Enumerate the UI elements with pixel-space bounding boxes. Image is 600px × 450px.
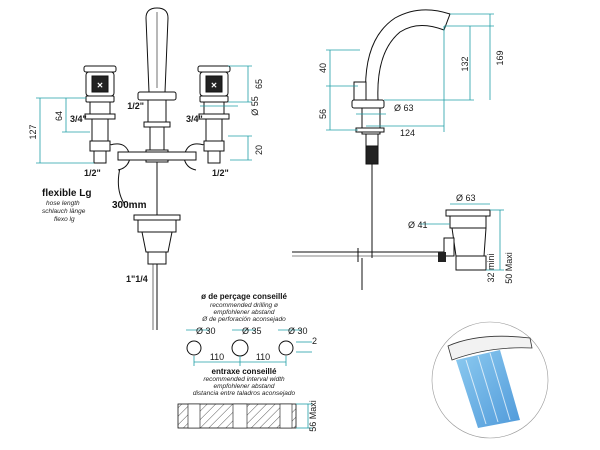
front-spout-flange bbox=[143, 121, 171, 128]
drilling-line2: empfohlener abstand bbox=[213, 309, 274, 316]
interval-line2: empfohlener abstand bbox=[213, 383, 274, 390]
flexible-line3: flexo lg bbox=[54, 216, 75, 223]
dim-valve-bottom-left: 1/2" bbox=[84, 168, 101, 178]
dim-height-169: 169 bbox=[495, 50, 505, 65]
front-waste bbox=[133, 214, 181, 330]
dim-height-65: 65 bbox=[254, 79, 264, 89]
valve-left: ✕ bbox=[83, 65, 131, 171]
dim-dia-63-top: Ø 63 bbox=[394, 103, 414, 113]
drilling-line1: recommended drilling ø bbox=[210, 302, 278, 309]
dim-height-132: 132 bbox=[460, 56, 470, 71]
side-connector bbox=[365, 145, 379, 165]
drilling-title: ø de perçage conseillé bbox=[201, 292, 287, 301]
valve-right: ✕ bbox=[183, 65, 231, 171]
side-base bbox=[351, 99, 385, 109]
interval-line1: recommended interval width bbox=[203, 376, 285, 383]
flexible-title: flexible Lg bbox=[42, 188, 91, 199]
dim-height-64: 64 bbox=[54, 111, 64, 121]
dim-valve-thread-right: 3/4" bbox=[186, 114, 203, 124]
dim-dia-63-waste: Ø 63 bbox=[456, 193, 476, 203]
dim-tap-bolt: 1/2" bbox=[127, 101, 144, 111]
front-spout-base bbox=[137, 91, 177, 101]
front-cross-pipe bbox=[117, 151, 197, 161]
svg-text:✕: ✕ bbox=[97, 81, 104, 90]
dim-side-56: 56 bbox=[318, 109, 328, 119]
dim-hole-35: Ø 35 bbox=[242, 326, 262, 336]
dim-spacing-110-right: 110 bbox=[256, 352, 270, 362]
water-stream-icon bbox=[431, 321, 549, 439]
dim-dia-55: Ø 55 bbox=[250, 96, 260, 116]
flexible-line2: schlauch länge bbox=[42, 208, 86, 215]
dim-hole-30-right: Ø 30 bbox=[288, 326, 308, 336]
side-handle bbox=[353, 81, 367, 101]
front-spout-body bbox=[147, 99, 167, 123]
interval-section: entraxe conseillé recommended interval w… bbox=[177, 367, 318, 432]
interval-line3: distancia entre taladros aconsejado bbox=[193, 390, 296, 397]
dim-side-40: 40 bbox=[318, 63, 328, 73]
dim-reach-124: 124 bbox=[400, 128, 415, 138]
drilling-line3: Ø de perforación aconsejado bbox=[201, 316, 286, 323]
dim-waste-thread: 1"1/4 bbox=[126, 274, 148, 284]
dim-spacing-110-left: 110 bbox=[210, 352, 224, 362]
dim-hose-length: 300mm bbox=[112, 200, 147, 211]
dim-dia-41: Ø 41 bbox=[408, 220, 428, 230]
hole-right bbox=[278, 340, 294, 356]
interval-title: entraxe conseillé bbox=[212, 367, 277, 376]
dim-height-20: 20 bbox=[254, 145, 264, 155]
dim-valve-thread-left: 3/4" bbox=[70, 114, 87, 124]
side-view: 40 56 Ø 63 124 132 169 Ø 63 Ø 41 32 mini… bbox=[292, 9, 514, 290]
flexible-line1: hose length bbox=[46, 200, 80, 207]
dim-waste-32-min: 32 mini bbox=[486, 253, 496, 282]
dim-gap-2: 2 bbox=[312, 336, 317, 346]
hole-center bbox=[231, 339, 249, 357]
drilling-plan: ø de perçage conseillé recommended drill… bbox=[186, 292, 317, 366]
front-view: ✕ ✕ bbox=[28, 7, 264, 330]
side-spout bbox=[365, 9, 451, 101]
side-waste bbox=[438, 209, 491, 271]
dim-waste-50-max: 50 Maxi bbox=[504, 252, 514, 284]
dim-valve-bottom-right: 1/2" bbox=[212, 168, 229, 178]
dim-height-127: 127 bbox=[28, 124, 38, 139]
svg-text:✕: ✕ bbox=[211, 81, 218, 90]
hole-left bbox=[186, 340, 202, 356]
dim-hole-30-left: Ø 30 bbox=[196, 326, 216, 336]
dim-depth-56-max: 56 Maxi bbox=[308, 400, 318, 432]
